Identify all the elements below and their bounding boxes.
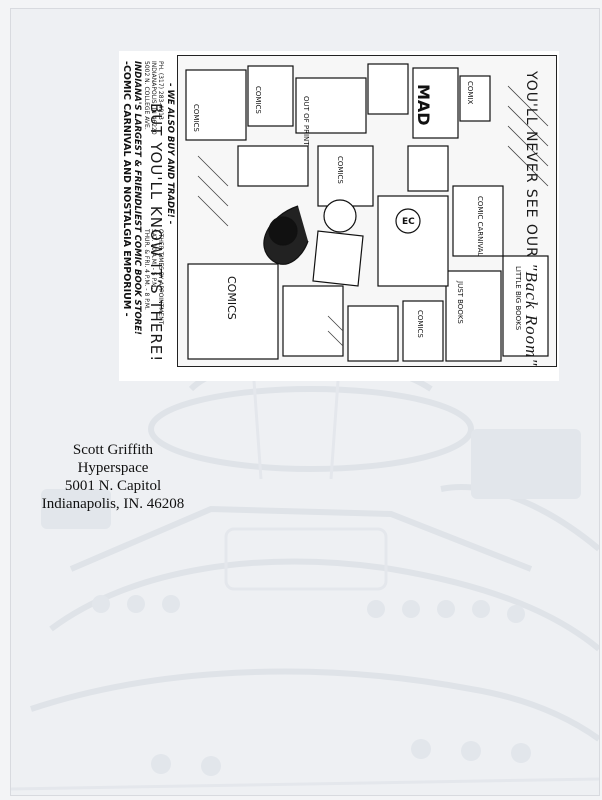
back-cover-page: -COMIC CARNIVAL AND NOSTALGIA EMPORIUM -… (10, 8, 600, 796)
address-city: Indianapolis, IN. 46208 (41, 496, 185, 512)
headline-bottom: BUT YOU'LL KNOW IT'S THERE! (147, 103, 165, 363)
box-label-just-books: JUST BOOKS (456, 280, 464, 324)
store-street: 5002 N. COLLEGE AVE. (143, 61, 150, 130)
store-hours-1: THUR. & FRI. 4 P.M. - 8 P.M. (143, 229, 150, 310)
box-label-comics: COMICS (416, 310, 424, 338)
cartoon-drawing: COMICS COMICS OUT OF PRINT MAD COMIX COM… (178, 56, 556, 366)
box-label-comics: COMICS (192, 104, 200, 132)
store-trade: - WE ALSO BUY AND TRADE! - (165, 83, 175, 225)
box-label-ec: EC (402, 217, 415, 227)
box-label-comics: COMICS (254, 86, 262, 114)
headline-quote: "Back Room" (522, 263, 541, 367)
box-label-little-big-books: LITTLE BIG BOOKS (514, 266, 522, 331)
box-label-comics: COMICS (336, 156, 344, 184)
store-phone: PH. (317) 283-4913 (157, 61, 164, 120)
store-name: -COMIC CARNIVAL AND NOSTALGIA EMPORIUM - (121, 61, 132, 317)
back-room-cartoon: COMICS COMICS OUT OF PRINT MAD COMIX COM… (177, 55, 557, 367)
comic-store-advertisement: -COMIC CARNIVAL AND NOSTALGIA EMPORIUM -… (119, 51, 559, 381)
mailing-address: Scott Griffith Hyperspace 5001 N. Capito… (37, 441, 189, 513)
box-label-comix: COMIX (466, 81, 474, 105)
store-tagline: INDIANA'S LARGEST & FRIENDLIEST COMIC BO… (132, 61, 142, 335)
address-company: Hyperspace (77, 460, 149, 476)
address-street: 5001 N. Capitol (64, 478, 162, 494)
box-label-comics-big: COMICS (225, 276, 238, 320)
address-name: Scott Griffith (72, 442, 154, 458)
headline-top-text: YOU'LL NEVER SEE OUR (523, 71, 539, 258)
store-hours-3: OTHER TIMES BY APPOINTMENT (157, 229, 164, 325)
box-label-comic-carnival: COMIC CARNIVAL (476, 196, 484, 257)
box-label-out-of-print: OUT OF PRINT (302, 96, 310, 146)
store-city: INDIANAPOLIS, IN 46220 (150, 61, 157, 135)
store-info: -COMIC CARNIVAL AND NOSTALGIA EMPORIUM -… (121, 61, 181, 361)
headline-top: YOU'LL NEVER SEE OUR "Back Room" (521, 71, 541, 367)
box-label-mad: MAD (414, 84, 433, 126)
store-hours-2: SAT. 10 A.M. - 5 P.M. (150, 229, 157, 290)
